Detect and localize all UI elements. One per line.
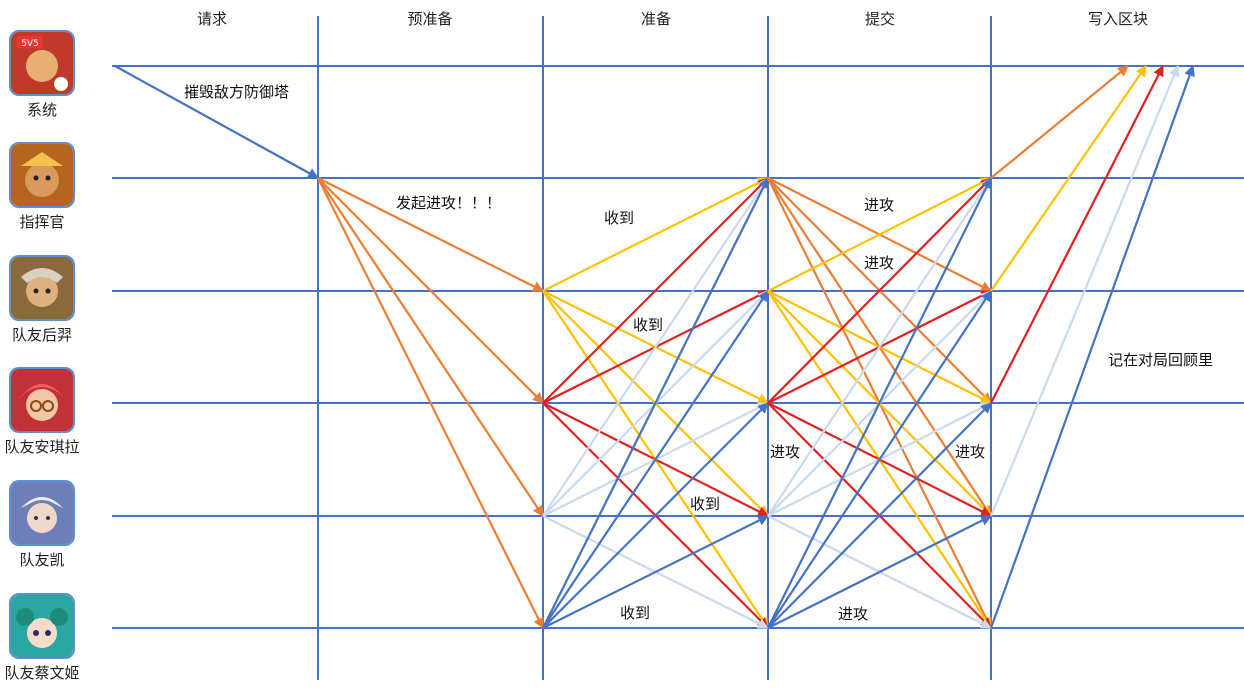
kai-portrait-icon — [9, 480, 75, 546]
preprepare-arrow — [317, 177, 544, 517]
prepare-arrow — [542, 177, 769, 629]
commit-arrow — [767, 177, 992, 517]
request-arrow — [114, 65, 319, 179]
commit-arrow — [767, 402, 992, 629]
actor-system: 5V5 系统 — [0, 30, 84, 120]
write-block-arrow — [989, 64, 1195, 629]
request-label: 摧毁敌方防御塔 — [184, 83, 290, 101]
commit-arrow — [767, 177, 992, 404]
phase-prepare-header: 准备 — [640, 10, 672, 28]
prepare-arrow — [542, 402, 769, 629]
svg-text:5V5: 5V5 — [21, 39, 39, 49]
write-block-arrow — [990, 65, 1147, 292]
diagram-grid — [112, 16, 1244, 680]
actor-label: 系统 — [26, 101, 57, 119]
houyi-portrait-icon — [9, 255, 75, 321]
preprepare-arrow — [317, 177, 544, 629]
system-game-icon: 5V5 — [9, 30, 75, 96]
commit-attack-label: 进攻 — [864, 254, 895, 272]
prepare-received-label: 收到 — [690, 495, 721, 513]
commit-attack-label: 进攻 — [838, 605, 869, 623]
block-record-label: 记在对局回顾里 — [1108, 351, 1214, 369]
actor-label: 队友蔡文姬 — [4, 664, 80, 682]
commander-portrait-icon — [9, 142, 75, 208]
preprepare-label: 发起进攻！！！ — [396, 194, 502, 212]
commit-arrow — [767, 290, 992, 629]
actor-commander: 指挥官 — [0, 142, 84, 232]
phase-request-header: 请求 — [196, 10, 228, 28]
write-block-arrow — [990, 65, 1129, 179]
prepare-arrow — [542, 177, 769, 292]
prepare-received-label: 收到 — [633, 316, 664, 334]
prepare-arrow — [542, 177, 769, 404]
phase-commit-header: 提交 — [864, 10, 896, 28]
preprepare-arrow — [317, 177, 544, 292]
commit-attack-label: 进攻 — [770, 443, 801, 461]
prepare-received-label: 收到 — [620, 604, 651, 622]
actor-label: 队友凯 — [19, 551, 65, 569]
actor-houyi: 队友后羿 — [0, 255, 84, 345]
preprepare-arrow — [317, 177, 544, 404]
message-arrows — [114, 64, 1195, 629]
commit-arrow — [767, 177, 992, 292]
actor-angela: 队友安琪拉 — [0, 367, 84, 457]
prepare-received-label: 收到 — [604, 209, 635, 227]
actor-caiwenji: 队友蔡文姬 — [0, 593, 84, 683]
actor-label: 队友后羿 — [11, 326, 72, 344]
prepare-arrow — [542, 290, 769, 629]
caiwenji-portrait-icon — [9, 593, 75, 659]
phase-preprepare-header: 预准备 — [407, 10, 453, 28]
commit-arrow — [767, 177, 992, 629]
phase-write-block-header: 写入区块 — [1087, 10, 1149, 28]
actor-kai: 队友凯 — [0, 480, 84, 570]
actor-label: 指挥官 — [19, 213, 65, 231]
write-block-arrow — [990, 65, 1164, 404]
commit-arrow — [767, 515, 992, 629]
prepare-arrow — [542, 515, 769, 629]
commit-attack-label: 进攻 — [864, 196, 895, 214]
commit-attack-label: 进攻 — [955, 443, 986, 461]
prepare-arrow — [542, 177, 769, 517]
angela-portrait-icon — [9, 367, 75, 433]
actor-label: 队友安琪拉 — [4, 438, 80, 456]
write-block-arrow — [989, 64, 1180, 517]
